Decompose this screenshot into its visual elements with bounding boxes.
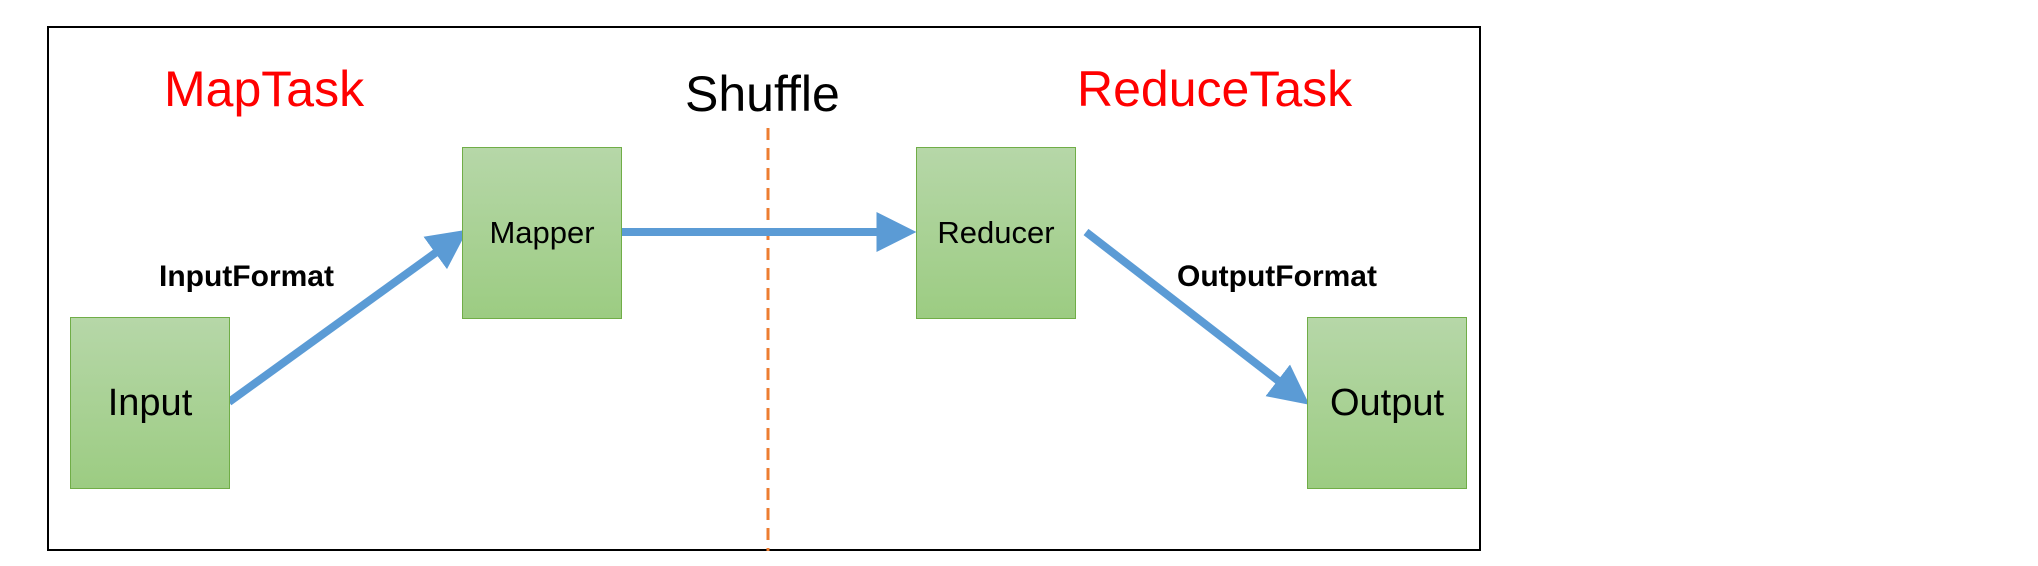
shuffle-heading: Shuffle bbox=[685, 66, 840, 122]
output-format-label: OutputFormat bbox=[1177, 260, 1377, 293]
reducer-node: Reducer bbox=[916, 147, 1076, 319]
input-format-label: InputFormat bbox=[159, 260, 334, 293]
reduce-task-heading: ReduceTask bbox=[1077, 61, 1353, 117]
map-task-heading: MapTask bbox=[164, 61, 365, 117]
input-node: Input bbox=[70, 317, 230, 489]
mapper-node: Mapper bbox=[462, 147, 622, 319]
output-node: Output bbox=[1307, 317, 1467, 489]
